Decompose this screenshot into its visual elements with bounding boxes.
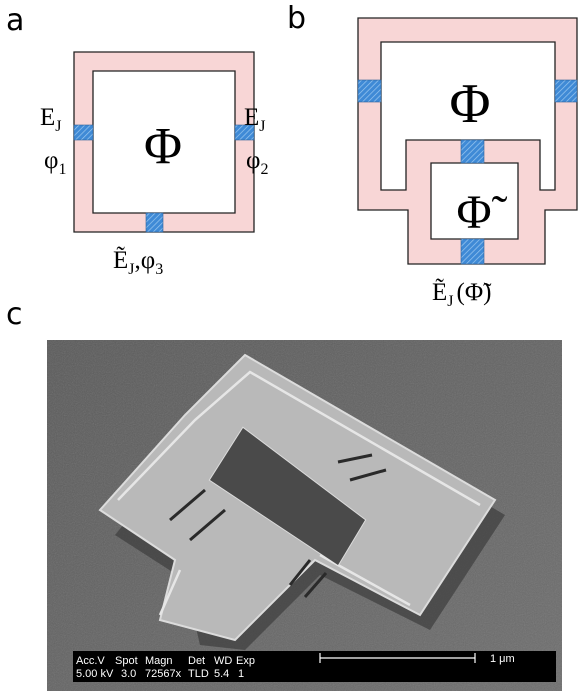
- junction-middle-b: [460, 139, 485, 164]
- sem-gap-bottom: [288, 559, 328, 598]
- sem-value-accv: 5.00 kV: [76, 668, 114, 680]
- junction-right-a: [234, 124, 255, 141]
- sem-value-wd: 5.4: [214, 668, 229, 680]
- sem-value-det: TLD: [188, 668, 209, 680]
- sem-header-accv: Acc.V: [76, 655, 105, 667]
- label-right-phase: φ2: [246, 147, 268, 178]
- flux-symbol-a: Φ: [144, 118, 182, 175]
- sem-value-spot: 3.0: [121, 668, 136, 680]
- flux-symbol-b-outer: Φ: [450, 73, 491, 135]
- junction-left-a: [73, 124, 94, 141]
- panel-label-a: a: [6, 3, 25, 38]
- squid-ring-a: [73, 51, 255, 233]
- sem-header-wd: WD: [214, 655, 232, 667]
- junction-right-b: [554, 79, 578, 103]
- junction-left-b: [357, 79, 382, 103]
- panel-label-c: c: [6, 297, 23, 332]
- sem-header-spot: Spot: [115, 655, 138, 667]
- sem-header-exp: Exp: [236, 655, 255, 667]
- sem-gap-left: [169, 488, 226, 542]
- sem-header-magn: Magn: [145, 655, 173, 667]
- sem-gap-right: [337, 453, 387, 482]
- scale-bar-label: 1 μm: [490, 653, 515, 665]
- label-right-energy: EJ: [244, 104, 266, 135]
- scale-bar: [319, 653, 476, 663]
- sem-loop-hole: [210, 428, 365, 565]
- panel-label-b: b: [287, 1, 307, 36]
- sem-value-exp: 1: [238, 668, 244, 680]
- sem-info-values: 5.00 kV 3.0 72567x TLD 5.4 1: [76, 668, 244, 680]
- junction-bottom-b: [460, 238, 485, 265]
- diagram-b: Φ Φ̃ ẼJ(Φ̃): [357, 17, 578, 310]
- sem-layer-edge: [117, 370, 481, 616]
- label-bottom-junction-b: ẼJ(Φ̃): [432, 278, 492, 310]
- sem-value-magn: 72567x: [145, 668, 182, 680]
- sem-micrograph: Acc.V Spot Magn Det WD Exp 5.00 kV 3.0 7…: [47, 340, 562, 691]
- inner-ring-b: [430, 162, 519, 240]
- label-left-phase: φ1: [44, 147, 66, 178]
- sem-header-det: Det: [188, 655, 205, 667]
- sem-info-headers: Acc.V Spot Magn Det WD Exp: [76, 655, 255, 667]
- label-left-energy: EJ: [40, 104, 62, 135]
- junction-bottom-a: [145, 212, 164, 233]
- label-bottom-junction-a: ẼJ,φ3: [113, 246, 163, 278]
- diagram-a: Φ EJ φ1 EJ φ2 ẼJ,φ3: [40, 51, 268, 278]
